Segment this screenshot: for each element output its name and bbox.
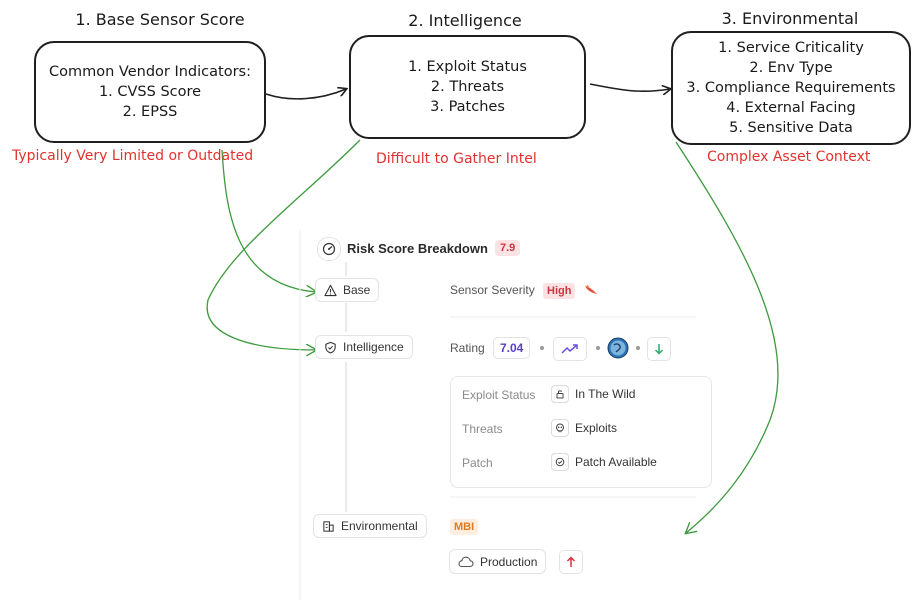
intel-details-panel [450, 376, 712, 488]
rating-value: 7.04 [493, 337, 531, 359]
base-pill[interactable]: Base [315, 278, 380, 302]
column-title-environmental: 3. Environmental [721, 9, 859, 28]
environmental-pill-label: Environmental [341, 519, 418, 533]
globe-avatar-icon [607, 337, 629, 359]
threats-value: Exploits [551, 419, 617, 437]
intelligence-pill-label: Intelligence [343, 340, 404, 354]
env-trend-button[interactable] [559, 550, 583, 574]
note-environmental: Complex Asset Context [707, 149, 871, 165]
arrow-up-icon [566, 556, 576, 567]
risk-score-badge: 7.9 [495, 240, 521, 256]
separator-dot [540, 346, 544, 350]
patch-value: Patch Available [551, 453, 657, 471]
box-line: 1. CVSS Score [98, 84, 202, 100]
column-title-base: 1. Base Sensor Score [75, 10, 245, 29]
gauge-icon [322, 242, 336, 256]
intelligence-box: 1. Exploit Status 2. Threats 3. Patches [349, 35, 586, 139]
rating-label: Rating [450, 341, 485, 355]
note-intelligence: Difficult to Gather Intel [376, 151, 537, 167]
arrow-base-to-intel [265, 89, 346, 100]
separator-dot [636, 346, 640, 350]
note-base: Typically Very Limited or Outdated [12, 148, 254, 164]
arrow-down-icon [654, 344, 664, 355]
column-title-intelligence: 2. Intelligence [408, 11, 522, 30]
trend-down-button[interactable] [647, 337, 671, 361]
severity-badge: High [543, 283, 576, 299]
threats-key: Threats [462, 422, 503, 436]
box-line: 2. Threats [430, 79, 505, 95]
environmental-box: 1. Service Criticality 2. Env Type 3. Co… [671, 31, 911, 145]
box-line: 3. Compliance Requirements [686, 80, 896, 96]
box-line: Common Vendor Indicators: [49, 64, 251, 80]
separator-dot [596, 346, 600, 350]
sensor-severity-label: Sensor Severity [450, 283, 535, 297]
mbi-badge: MBI [450, 519, 479, 535]
box-line: 2. Env Type [749, 60, 833, 76]
flame-icon [585, 284, 597, 294]
cloud-icon [458, 556, 474, 567]
box-line: 2. EPSS [122, 104, 178, 120]
building-icon [323, 520, 334, 532]
box-line: 1. Exploit Status [408, 59, 527, 75]
unlock-icon [551, 385, 569, 403]
arrow-note-to-base [221, 149, 316, 292]
patch-key: Patch [462, 456, 493, 470]
production-label: Production [480, 554, 538, 569]
exploit-status-key: Exploit Status [462, 388, 536, 402]
warning-icon [324, 284, 337, 296]
shield-icon [325, 341, 336, 353]
arrow-intel-to-env [589, 83, 670, 91]
base-pill-label: Base [343, 283, 371, 297]
box-line: 3. Patches [430, 99, 505, 115]
production-pill[interactable]: Production [449, 549, 547, 574]
box-line: 5. Sensitive Data [729, 120, 853, 136]
risk-card-title: Risk Score Breakdown [347, 241, 488, 256]
box-line: 4. External Facing [726, 100, 856, 116]
trend-up-icon [561, 344, 578, 354]
trend-button[interactable] [553, 337, 587, 361]
environmental-pill[interactable]: Environmental [313, 514, 427, 538]
base-sensor-box: Common Vendor Indicators: 1. CVSS Score … [34, 41, 266, 143]
risk-card-icon [317, 237, 341, 261]
exploit-status-value: In The Wild [551, 385, 635, 403]
arrow-intel-to-intelligence [206, 139, 361, 350]
check-circle-icon [551, 453, 569, 471]
box-line: 1. Service Criticality [718, 40, 864, 56]
skull-icon [551, 419, 569, 437]
intelligence-pill[interactable]: Intelligence [315, 335, 413, 359]
arrow-env-to-environmental [675, 141, 779, 533]
